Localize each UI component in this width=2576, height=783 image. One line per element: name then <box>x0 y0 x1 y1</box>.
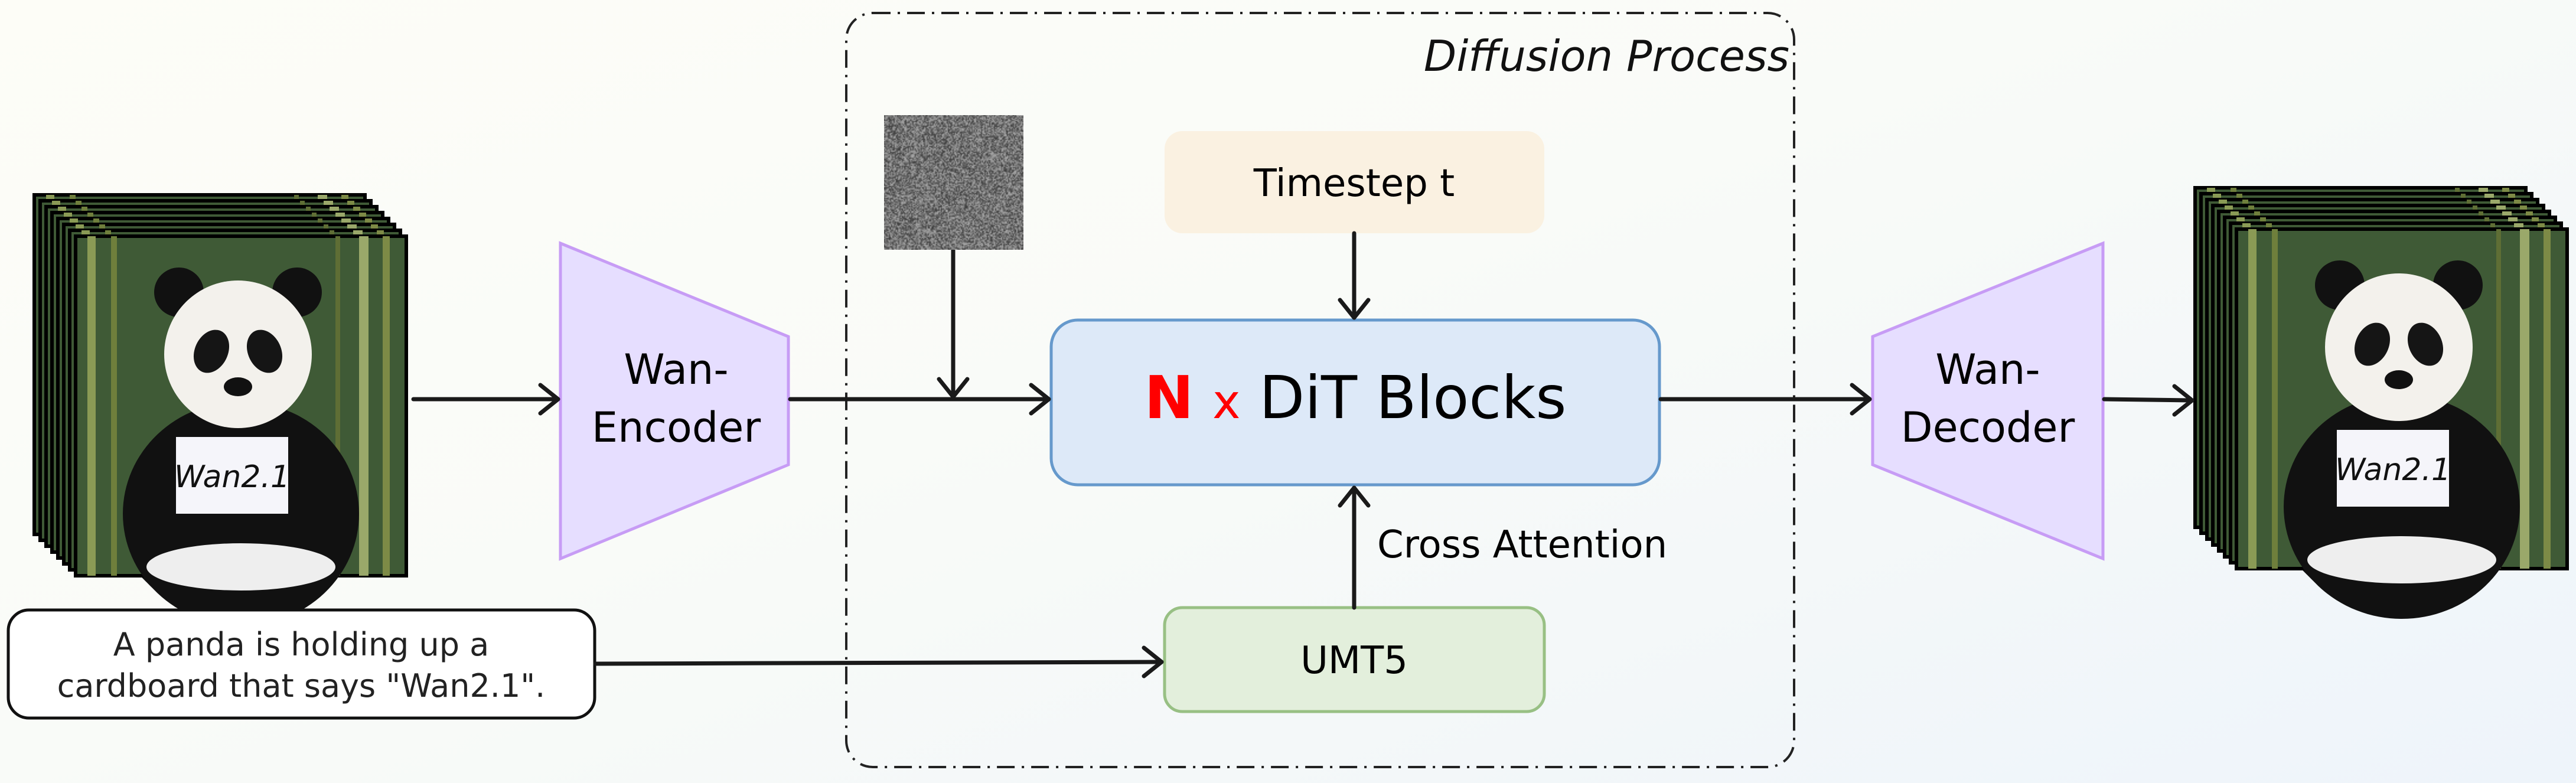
wan-decoder-block <box>1873 243 2103 559</box>
arrow-prompt-to-umt5 <box>595 648 1162 676</box>
arrow-noise-to-latent <box>939 250 967 397</box>
arrow-encoder-to-dit <box>790 385 1049 413</box>
arrow-timestep-to-dit <box>1340 233 1368 318</box>
diffusion-process-label: Diffusion Process <box>1424 31 1789 81</box>
text-prompt-line1: A panda is holding up a <box>113 626 490 663</box>
text-prompt-line2: cardboard that says "Wan2.1". <box>57 667 546 704</box>
dit-blocks-text: DiT Blocks <box>1259 363 1566 432</box>
umt5-label: UMT5 <box>1300 639 1408 683</box>
noise-latent-image <box>884 115 1023 250</box>
dit-count-n: N <box>1144 363 1194 432</box>
panda-frame-front <box>2236 229 2567 619</box>
arrow-umt5-to-dit-cross-attention <box>1340 488 1368 608</box>
wan-decoder-label-line1: Wan- <box>1935 345 2040 394</box>
wan-encoder-block <box>560 243 788 559</box>
panda-frame-front <box>76 236 406 626</box>
dit-blocks-label: N x DiT Blocks <box>1144 363 1567 432</box>
output-video-frames: Wan2.1 <box>2195 188 2567 619</box>
arrow-dit-to-decoder <box>1661 385 1870 413</box>
wan-encoder-label-line1: Wan- <box>624 345 728 394</box>
wan-decoder-label-line2: Decoder <box>1901 403 2075 452</box>
arrow-decoder-to-frames <box>2104 386 2192 415</box>
panda-sign-text: Wan2.1 <box>2335 452 2451 488</box>
dit-multiply-x: x <box>1212 374 1240 429</box>
input-video-frames: Wan2.1 <box>34 195 406 626</box>
cross-attention-label: Cross Attention <box>1377 523 1667 567</box>
wan-encoder-label-line2: Encoder <box>592 403 761 452</box>
timestep-label: Timestep t <box>1253 162 1455 205</box>
panda-sign-text: Wan2.1 <box>174 459 290 495</box>
arrow-frames-to-encoder <box>413 385 558 413</box>
